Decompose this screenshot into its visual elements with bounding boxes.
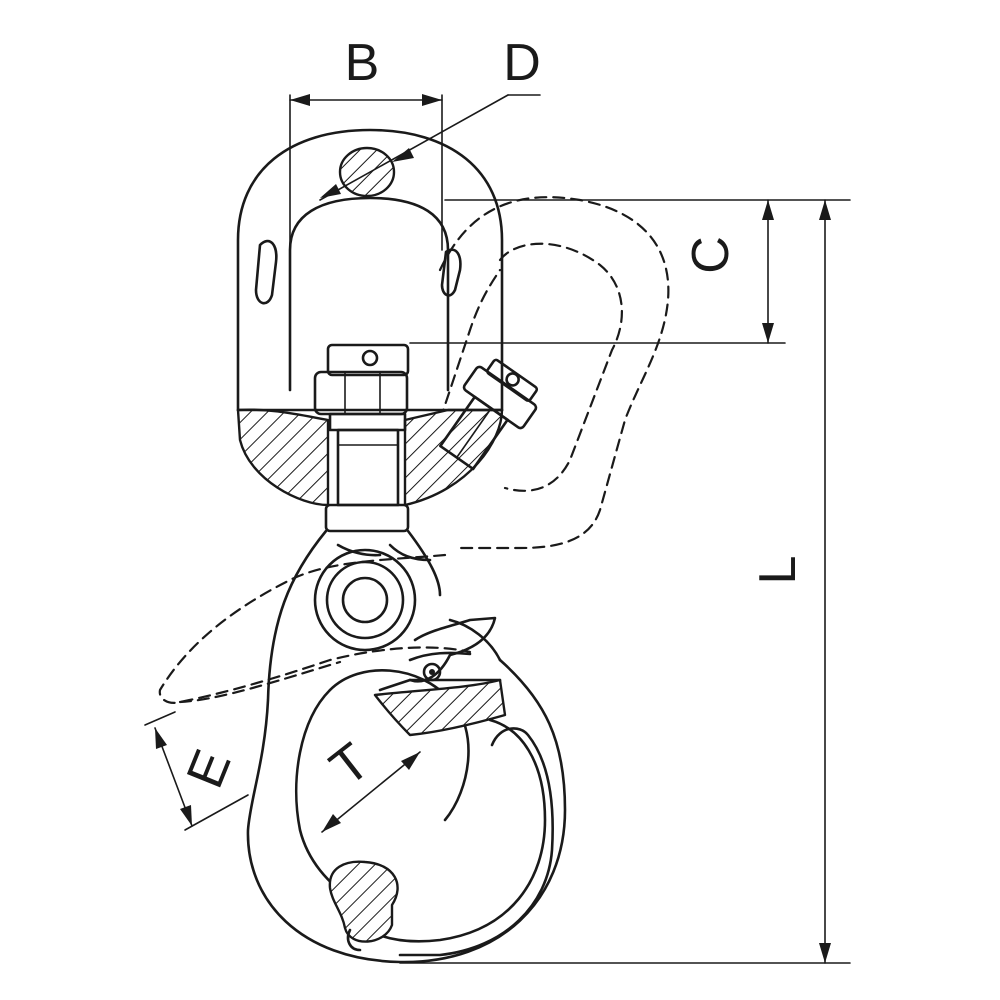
label-d: D <box>503 34 541 92</box>
eye-section-circle-d <box>338 146 396 198</box>
dimension-c: C <box>409 199 851 344</box>
dimension-l: L <box>399 199 851 964</box>
label-l: L <box>749 556 807 585</box>
swivel-nut-assembly <box>313 343 410 533</box>
swivel-eye <box>236 128 504 507</box>
label-b: B <box>345 34 380 92</box>
eye-cross-section-hatch <box>236 408 330 507</box>
dimension-t: T <box>320 732 421 833</box>
label-c: C <box>682 236 740 274</box>
dimension-e: E <box>144 711 249 831</box>
alternate-nut <box>439 358 539 471</box>
dimension-d: D <box>319 34 541 201</box>
label-e: E <box>176 742 243 796</box>
label-t: T <box>320 732 381 797</box>
hook-throat-hatch <box>373 678 507 737</box>
dimension-b: B <box>289 34 443 251</box>
hook-body <box>246 529 567 964</box>
hook-latch <box>313 543 502 692</box>
hook-bottom-section-hatch <box>328 860 399 943</box>
